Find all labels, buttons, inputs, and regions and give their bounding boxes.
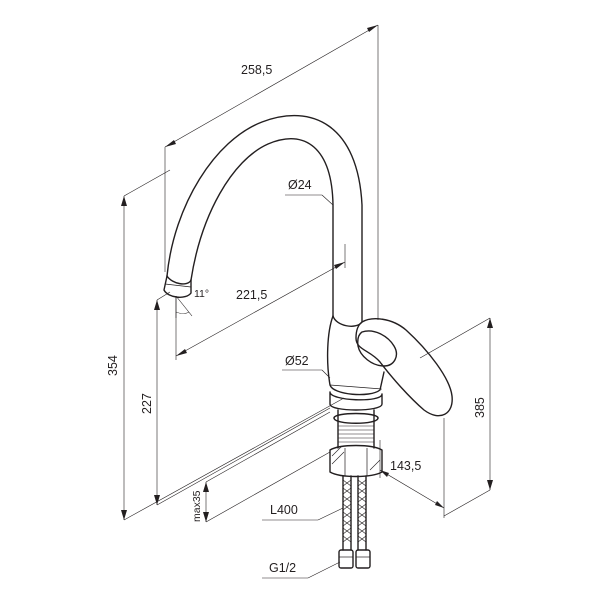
braided-hoses [342, 475, 367, 551]
label-overall-width: 258,5 [241, 63, 272, 77]
hose-fittings [338, 549, 371, 569]
body-base-line [329, 384, 383, 390]
aerator-ring [164, 283, 192, 288]
lever-handle [355, 318, 453, 417]
mounting-nut [329, 444, 383, 478]
lever-inner-contour [357, 330, 398, 367]
mixer-body [326, 315, 385, 396]
spout-outer-edge [166, 114, 363, 323]
label-spout-reach: 221,5 [236, 288, 267, 302]
threaded-shank [333, 409, 379, 449]
label-lever-length: 143,5 [390, 459, 421, 473]
label-outlet-height: 227 [140, 393, 154, 414]
label-overall-height: 354 [106, 355, 120, 376]
label-max-mount-thickness: max35 [191, 490, 203, 522]
label-connection-thread: G1/2 [269, 561, 296, 575]
label-height-with-lever: 385 [473, 397, 487, 418]
dimension-lines [121, 24, 493, 579]
label-body-diameter: Ø52 [285, 354, 309, 368]
spout-inner-edge [190, 138, 334, 317]
label-spout-diameter: Ø24 [288, 178, 312, 192]
label-spout-angle: 11° [194, 288, 209, 300]
body-top-edge [332, 315, 363, 327]
dimension-labels: 258,5 Ø24 221,5 11° Ø52 354 227 max35 38… [106, 63, 487, 575]
label-hose-length: L400 [270, 503, 298, 517]
spout-tip [166, 275, 192, 285]
